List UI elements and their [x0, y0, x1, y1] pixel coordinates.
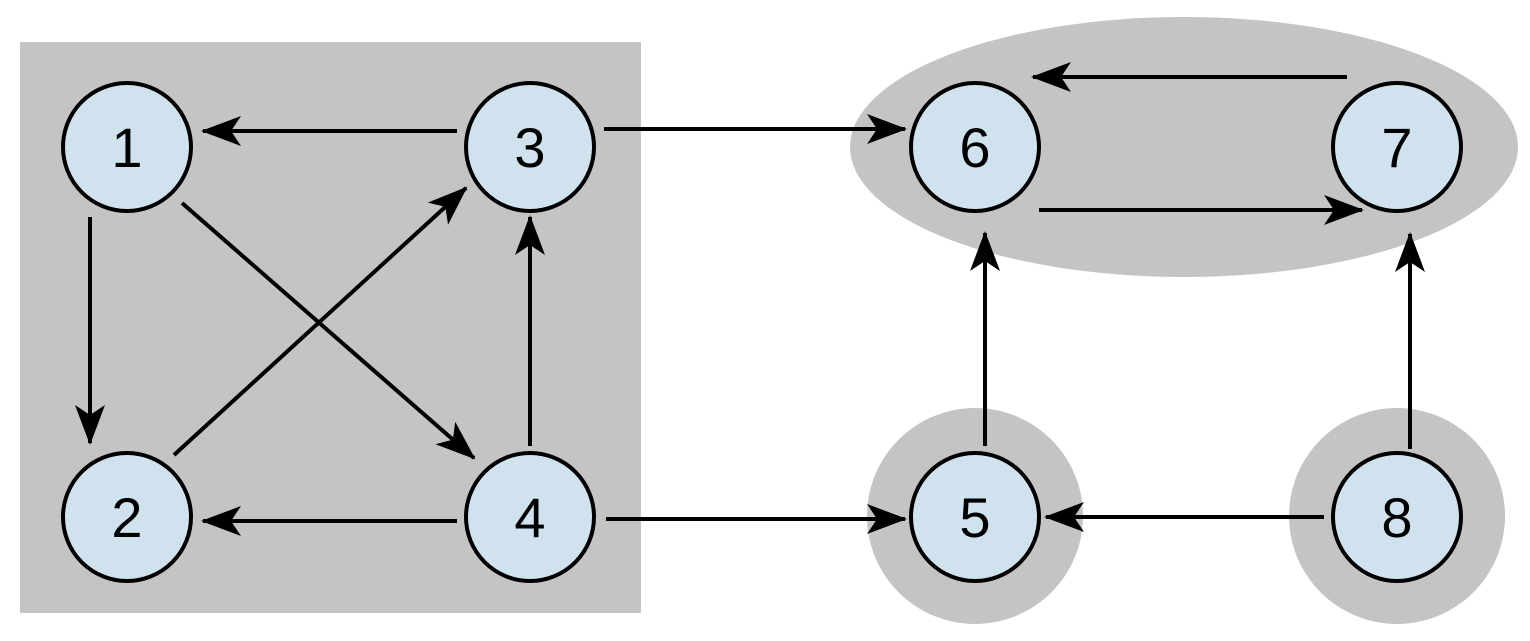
node-circle-3: [464, 81, 596, 213]
component-regions: [20, 17, 1518, 624]
node-circle-2: [61, 451, 193, 583]
node-label-3: 3: [514, 116, 545, 179]
edges: [75, 62, 1425, 536]
node-label-4: 4: [514, 486, 545, 549]
edge-2-to-3: [172, 186, 468, 457]
node-5: 5: [909, 451, 1041, 583]
node-4: 4: [464, 451, 596, 583]
node-circle-4: [464, 451, 596, 583]
node-7: 7: [1331, 81, 1463, 213]
node-circle-8: [1331, 451, 1463, 583]
node-label-8: 8: [1381, 486, 1412, 549]
node-label-7: 7: [1381, 116, 1412, 179]
node-label-6: 6: [959, 116, 990, 179]
edge-1-to-4: [180, 201, 476, 460]
node-circle-1: [61, 81, 193, 213]
node-1: 1: [61, 81, 193, 213]
node-6: 6: [909, 81, 1041, 213]
node-label-1: 1: [111, 116, 142, 179]
node-3: 3: [464, 81, 596, 213]
node-circle-5: [909, 451, 1041, 583]
node-8: 8: [1331, 451, 1463, 583]
nodes: 1 2 3 4 5 6 7 8: [61, 81, 1463, 583]
node-circle-6: [909, 81, 1041, 213]
node-circle-7: [1331, 81, 1463, 213]
node-label-2: 2: [111, 486, 142, 549]
node-label-5: 5: [959, 486, 990, 549]
node-2: 2: [61, 451, 193, 583]
